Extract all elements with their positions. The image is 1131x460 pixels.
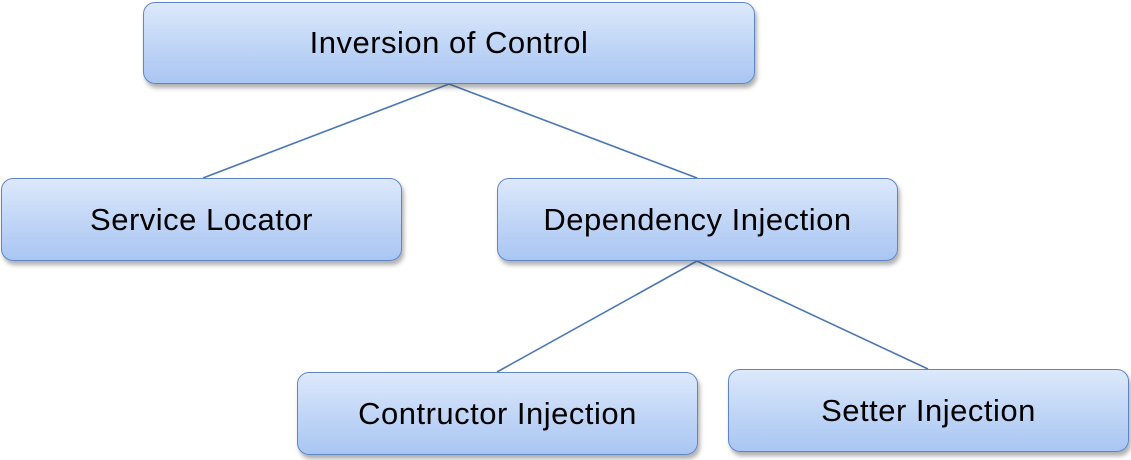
connector-ioc-to-service-locator bbox=[202, 83, 450, 179]
node-inversion-of-control: Inversion of Control bbox=[143, 2, 755, 84]
node-dependency-injection: Dependency Injection bbox=[497, 178, 898, 261]
node-service-locator: Service Locator bbox=[1, 178, 402, 261]
node-label: Inversion of Control bbox=[309, 25, 589, 60]
node-constructor-injection: Contructor Injection bbox=[297, 372, 698, 455]
node-label: Dependency Injection bbox=[543, 201, 852, 237]
node-label: Service Locator bbox=[90, 201, 313, 237]
node-label: Contructor Injection bbox=[358, 395, 637, 431]
node-label: Setter Injection bbox=[821, 392, 1036, 428]
connector-ioc-to-dependency-injection bbox=[448, 83, 698, 179]
connector-di-to-setter-injection bbox=[696, 260, 929, 370]
connector-di-to-constructor-injection bbox=[496, 260, 698, 373]
node-setter-injection: Setter Injection bbox=[728, 369, 1129, 452]
